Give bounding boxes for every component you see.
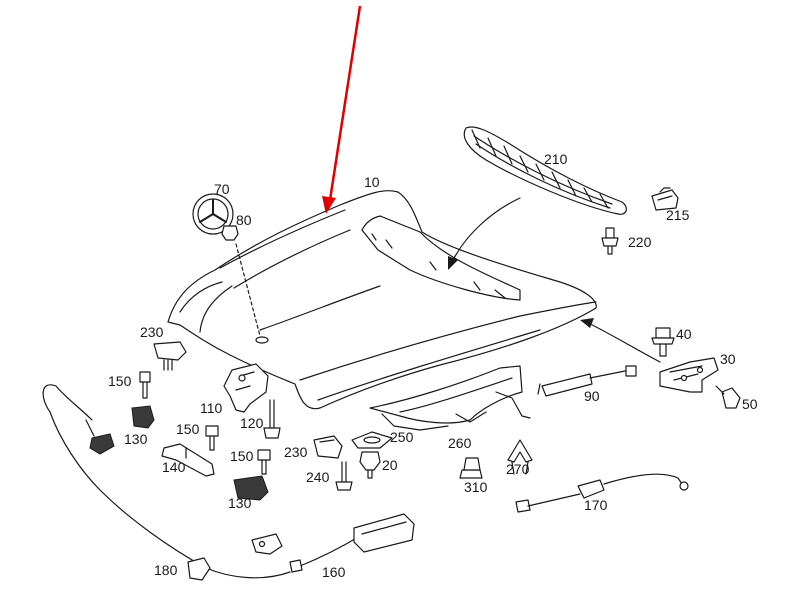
- label-240: 240: [306, 469, 330, 485]
- label-220: 220: [628, 234, 652, 250]
- label-50: 50: [742, 396, 758, 412]
- grille-bolt: [601, 227, 619, 255]
- leader-grille-to-hood: [451, 197, 521, 263]
- hinge-bolt-lower: [715, 385, 741, 409]
- label-70: 70: [214, 181, 230, 197]
- expansion-clip: [507, 439, 533, 475]
- label-270: 270: [506, 461, 530, 477]
- hood-hinge: [659, 357, 719, 393]
- label-250: 250: [390, 429, 414, 445]
- label-120: 120: [240, 415, 264, 431]
- grille-clip: [651, 187, 679, 211]
- label-130-lower: 130: [228, 495, 252, 511]
- label-230-lower: 230: [284, 444, 308, 460]
- rubber-pad: [351, 431, 393, 449]
- bowden-cable: [42, 384, 291, 579]
- label-80: 80: [236, 212, 252, 228]
- label-20: 20: [382, 457, 398, 473]
- label-230-upper: 230: [140, 324, 164, 340]
- hinge-bolt-upper: [651, 327, 675, 357]
- highlight-arrow: [322, 5, 362, 214]
- label-180: 180: [154, 562, 178, 578]
- cable-clip: [187, 557, 211, 581]
- label-150-upper: 150: [108, 373, 132, 389]
- label-30: 30: [720, 351, 736, 367]
- cable-end-left: [85, 419, 115, 455]
- label-260: 260: [448, 435, 472, 451]
- bolt-middle: [205, 425, 219, 451]
- latch-bracket-upper: [131, 405, 155, 429]
- bolt-upper-left: [139, 371, 151, 399]
- latch-catch-upper: [153, 341, 187, 371]
- label-130-upper: 130: [124, 431, 148, 447]
- cap-nut: [459, 457, 483, 479]
- release-bracket: [161, 443, 215, 477]
- star-emblem: [192, 193, 234, 235]
- release-cable: [515, 473, 689, 513]
- label-170: 170: [584, 497, 608, 513]
- hood-grommet-hole: [255, 336, 269, 344]
- lock-bolt: [263, 399, 281, 439]
- label-160: 160: [322, 564, 346, 580]
- label-110: 110: [200, 400, 223, 416]
- hood-inner-frame: [369, 365, 531, 431]
- label-90: 90: [584, 388, 600, 404]
- leader-hinge-to-hood: [585, 321, 661, 363]
- label-40: 40: [676, 326, 692, 342]
- label-150-lower: 150: [230, 448, 254, 464]
- hood-lock: [223, 363, 269, 413]
- label-210: 210: [544, 151, 568, 167]
- release-handle: [251, 513, 415, 573]
- label-10: 10: [364, 174, 380, 190]
- gas-strut: [537, 365, 637, 397]
- air-intake-grille: [463, 126, 627, 215]
- label-140: 140: [162, 459, 186, 475]
- label-150-middle: 150: [176, 421, 200, 437]
- latch-catch-lower: [313, 435, 343, 459]
- emblem-grommet: [221, 225, 261, 337]
- label-215: 215: [666, 207, 690, 223]
- latch-bracket-lower: [233, 475, 269, 501]
- bolt-lower: [257, 449, 271, 475]
- label-310: 310: [464, 479, 488, 495]
- hood-bumper: [359, 451, 381, 479]
- striker-bolt: [335, 461, 353, 491]
